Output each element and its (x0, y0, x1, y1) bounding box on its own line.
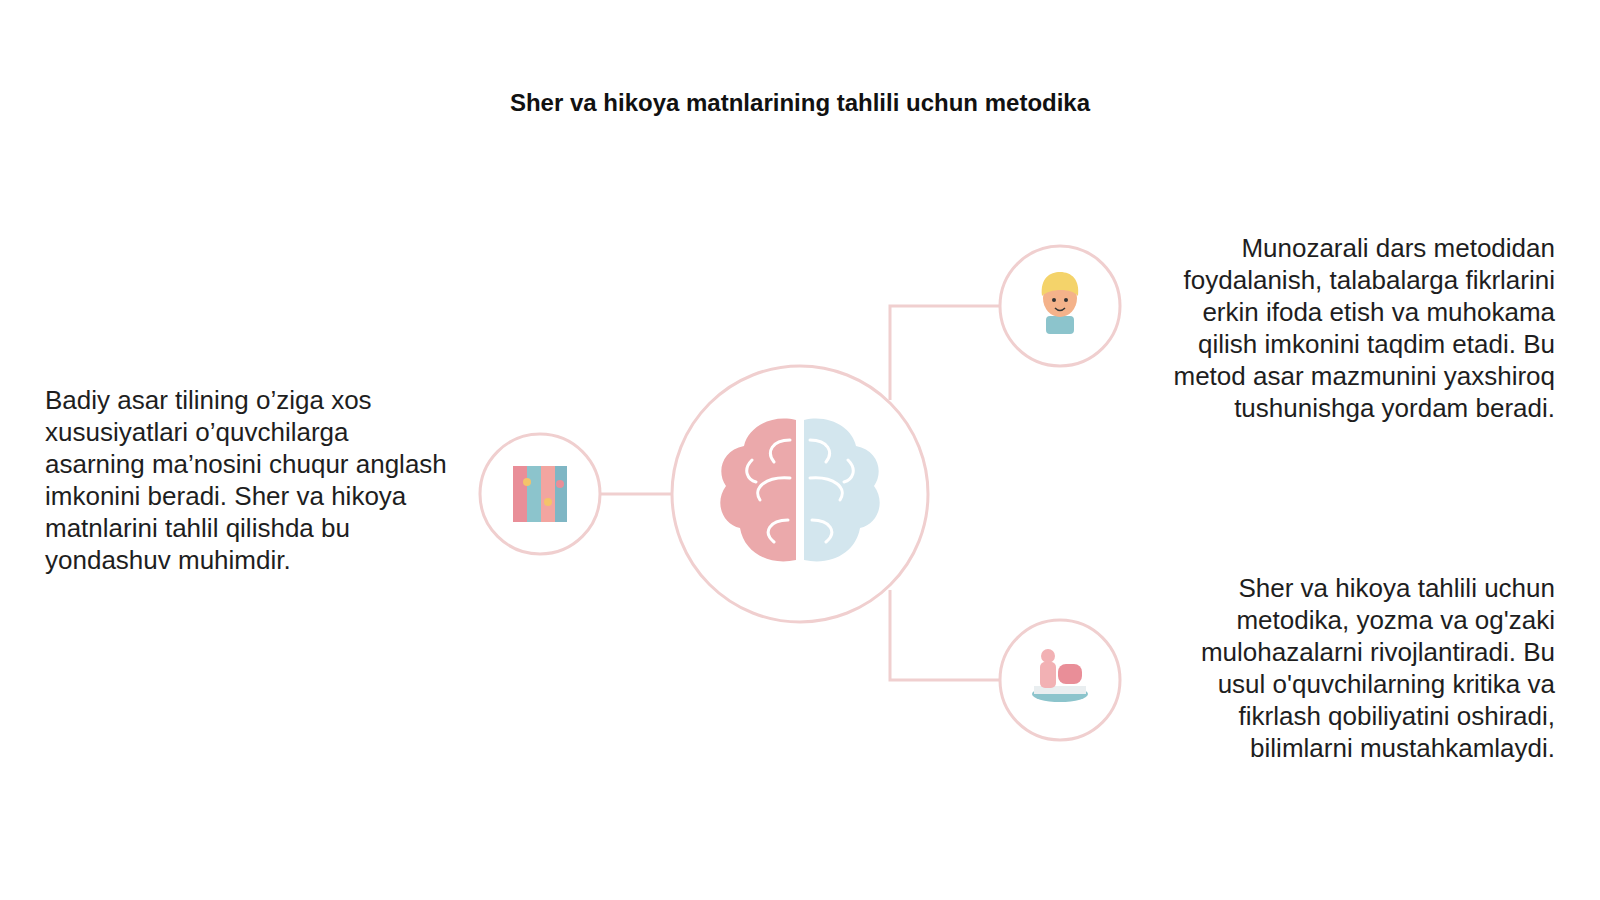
description-text: Badiy asar tilining o’ziga xos xususiyat… (45, 384, 455, 576)
brain-icon (720, 419, 879, 562)
description-text: Sher va hikoya tahlili uchun metodika, y… (1165, 572, 1555, 764)
icon-circle (480, 434, 600, 554)
icon-circle (1000, 246, 1120, 366)
person-icon (1042, 272, 1079, 334)
description-text: Munozarali dars metodidan foydalanish, t… (1165, 232, 1555, 424)
connector-line (890, 306, 1000, 400)
diagram-title: Sher va hikoya matnlarining tahlili uchu… (0, 88, 1600, 118)
toy-icon (1032, 649, 1088, 702)
connector-line (890, 590, 1000, 680)
center-circle (672, 366, 928, 622)
icon-circle (1000, 620, 1120, 740)
puzzle-icon (513, 466, 567, 522)
connector-line (601, 493, 672, 496)
